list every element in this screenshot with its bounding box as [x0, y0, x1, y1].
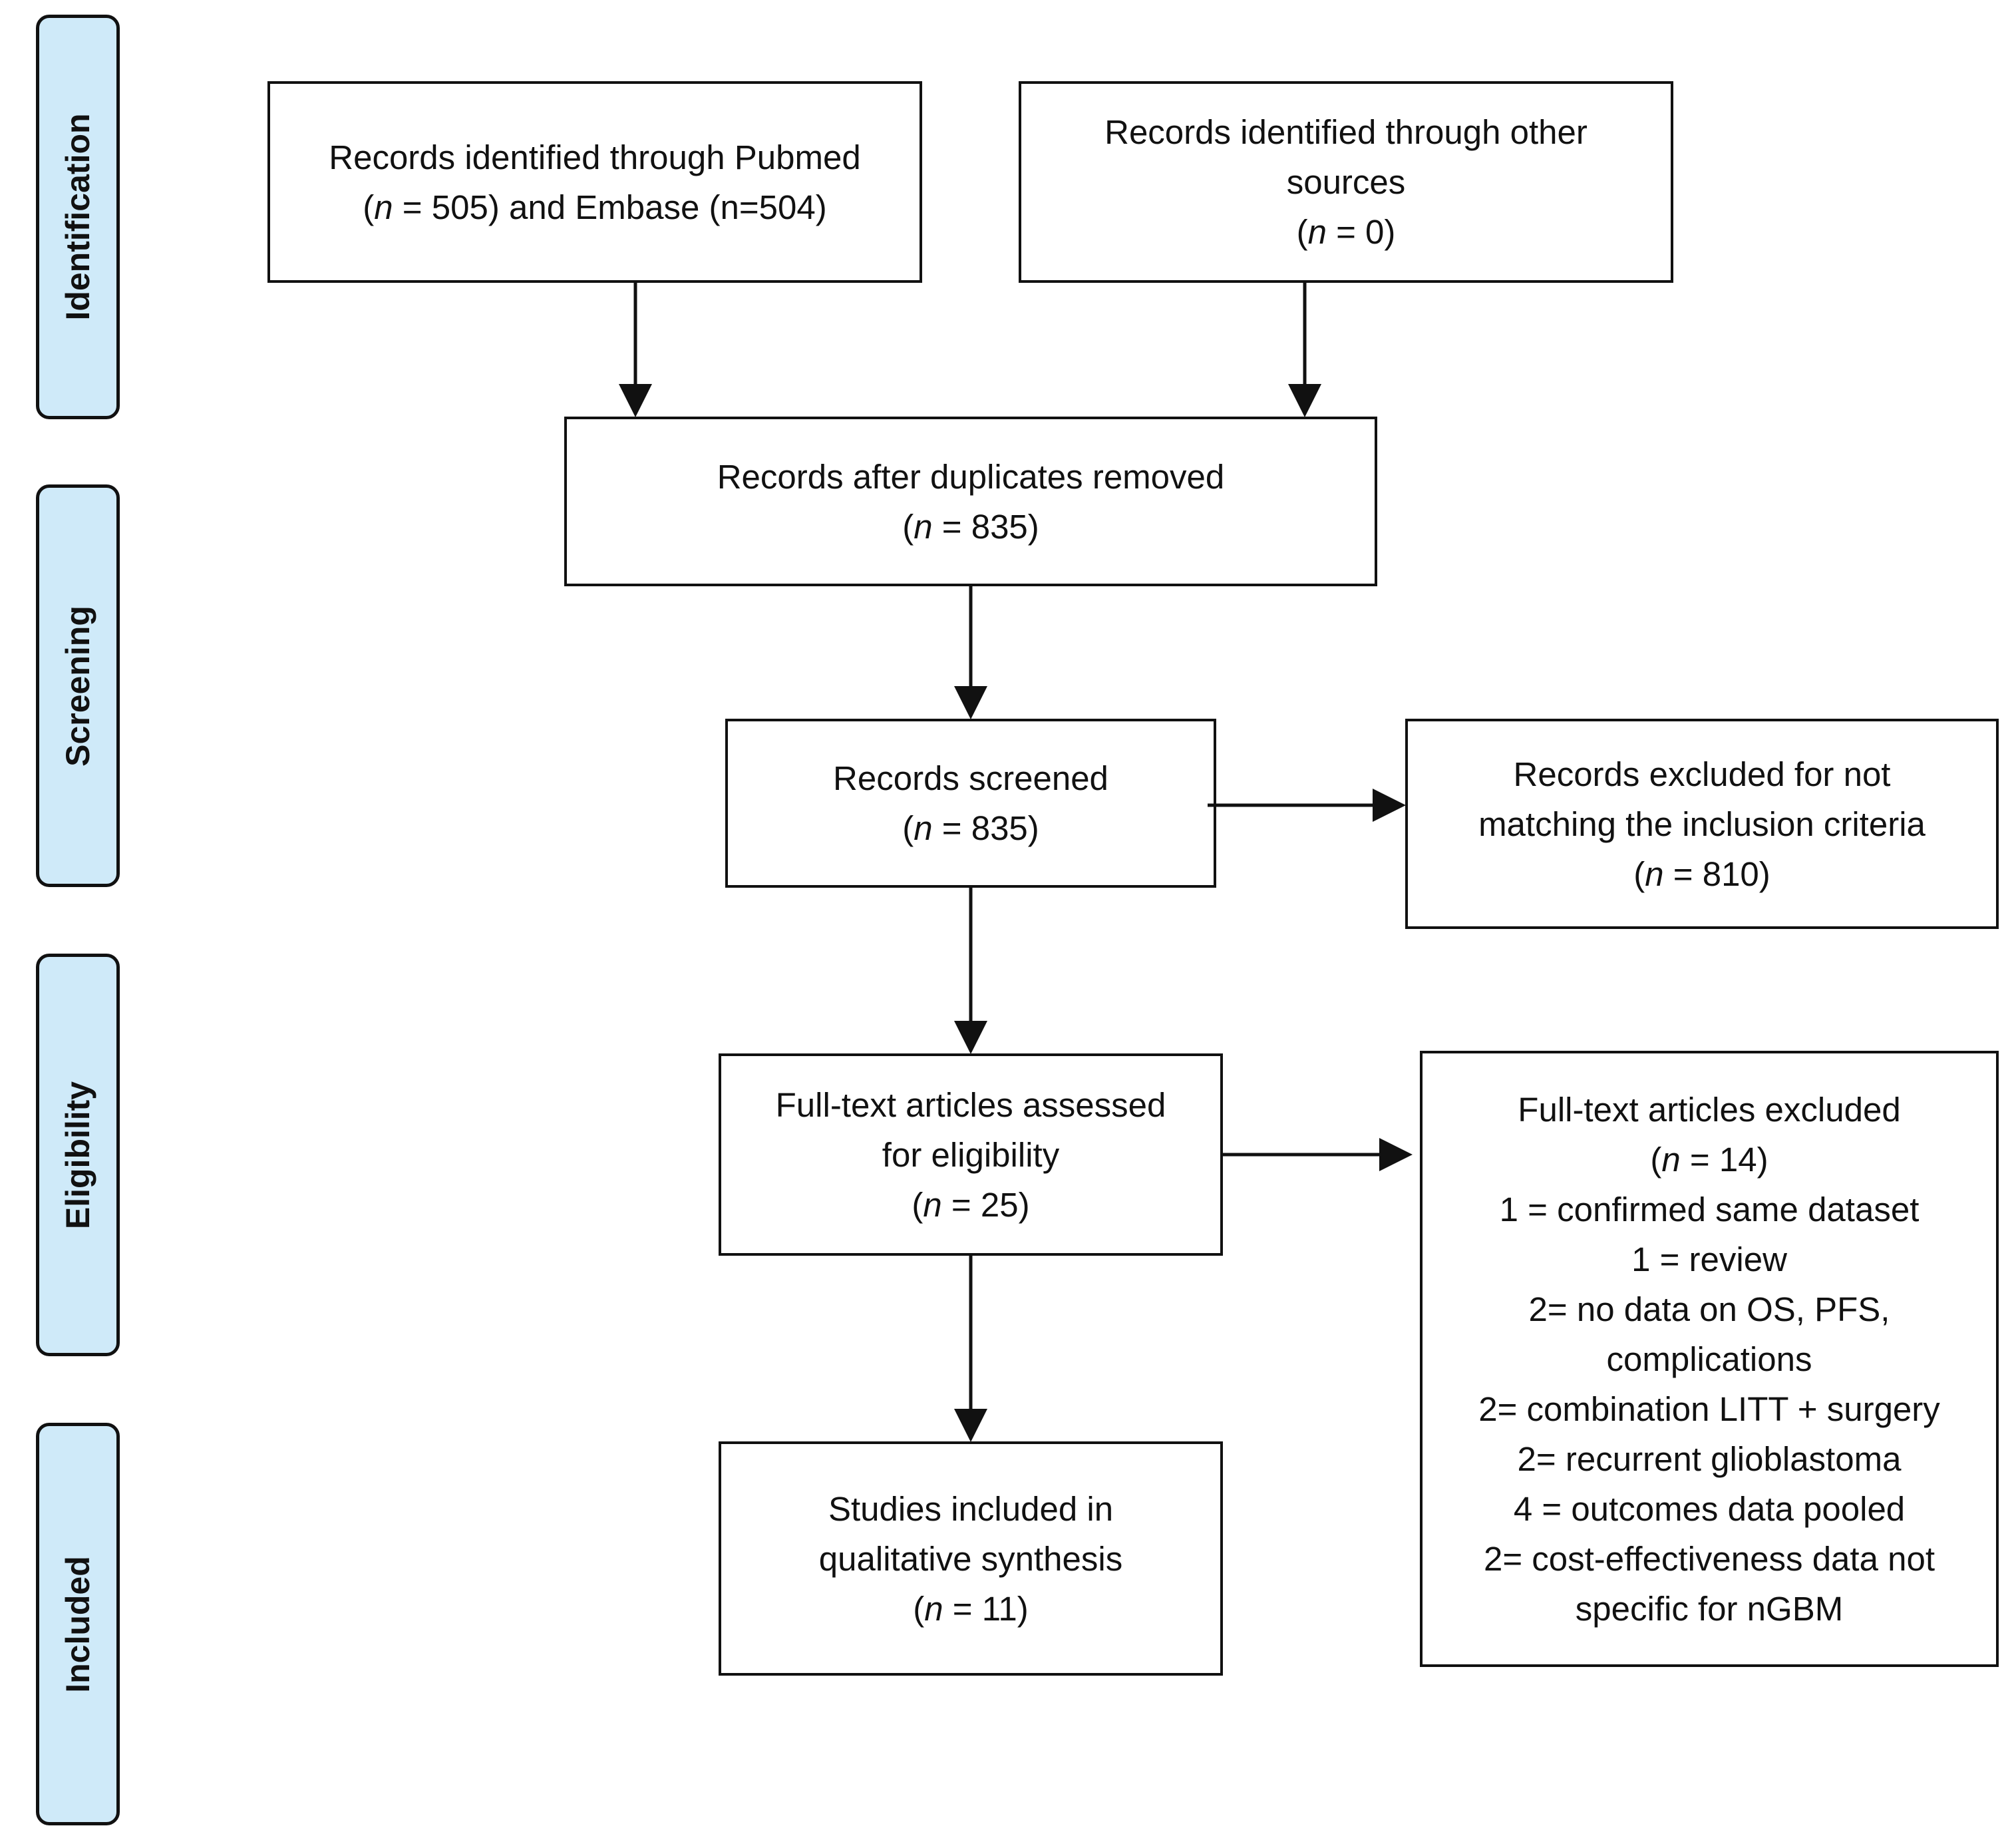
box-records-screened-line1: Records screened [833, 759, 1108, 797]
exclusion-reason: 4 = outcomes data pooled [1513, 1489, 1906, 1528]
exclusion-reason: 2= no data on OS, PFS, [1528, 1290, 1890, 1328]
box-records-excluded: Records excluded for not matching the in… [1405, 719, 1999, 929]
box-other-sources-line2: sources [1286, 163, 1406, 201]
box-records-screened: Records screened (n = 835) [725, 719, 1216, 888]
box-records-excluded-line3: (n = 810) [1633, 854, 1770, 893]
phase-screening: Screening [36, 484, 120, 887]
box-full-text-assessed-line2: for eligibility [882, 1135, 1060, 1174]
box-full-text-excluded-count: (n = 14) [1650, 1140, 1768, 1179]
box-included-studies-line2: qualitative synthesis [818, 1539, 1123, 1578]
exclusion-reason: complications [1606, 1340, 1812, 1378]
box-records-screened-line2: (n = 835) [902, 809, 1039, 847]
phase-included: Included [36, 1423, 120, 1825]
box-records-excluded-line2: matching the inclusion criteria [1478, 805, 1926, 843]
exclusion-reason: 1 = confirmed same dataset [1499, 1190, 1920, 1228]
box-pubmed-embase-line1: Records identified through Pubmed [329, 138, 861, 176]
exclusion-reason: specific for nGBM [1575, 1589, 1844, 1628]
box-included-studies-line3: (n = 11) [913, 1589, 1029, 1628]
box-full-text-excluded: Full-text articles excluded (n = 14) 1 =… [1420, 1051, 1999, 1667]
box-included-studies-line1: Studies included in [828, 1489, 1114, 1528]
box-duplicates-removed-line2: (n = 835) [902, 507, 1039, 546]
exclusion-reason: 1 = review [1631, 1240, 1787, 1278]
box-other-sources: Records identified through other sources… [1019, 81, 1673, 283]
box-other-sources-line1: Records identified through other [1104, 113, 1588, 151]
phase-eligibility: Eligibility [36, 954, 120, 1356]
box-pubmed-embase-line2: (n = 505) and Embase (n=504) [363, 188, 827, 226]
box-full-text-excluded-title: Full-text articles excluded [1518, 1090, 1901, 1129]
box-pubmed-embase: Records identified through Pubmed (n = 5… [267, 81, 922, 283]
phase-identification: Identification [36, 15, 120, 419]
box-records-excluded-line1: Records excluded for not [1513, 755, 1891, 793]
box-other-sources-line3: (n = 0) [1296, 213, 1396, 251]
exclusion-reason: 2= cost-effectiveness data not [1483, 1539, 1935, 1578]
box-full-text-assessed-line1: Full-text articles assessed [775, 1085, 1166, 1124]
box-duplicates-removed-line1: Records after duplicates removed [717, 457, 1225, 496]
box-included-studies: Studies included in qualitative synthesi… [719, 1441, 1223, 1676]
box-duplicates-removed: Records after duplicates removed (n = 83… [564, 417, 1377, 586]
box-full-text-assessed-line3: (n = 25) [912, 1185, 1030, 1224]
exclusion-reason: 2= recurrent glioblastoma [1517, 1439, 1902, 1478]
box-full-text-assessed: Full-text articles assessed for eligibil… [719, 1053, 1223, 1256]
exclusion-reason: 2= combination LITT + surgery [1478, 1389, 1940, 1428]
